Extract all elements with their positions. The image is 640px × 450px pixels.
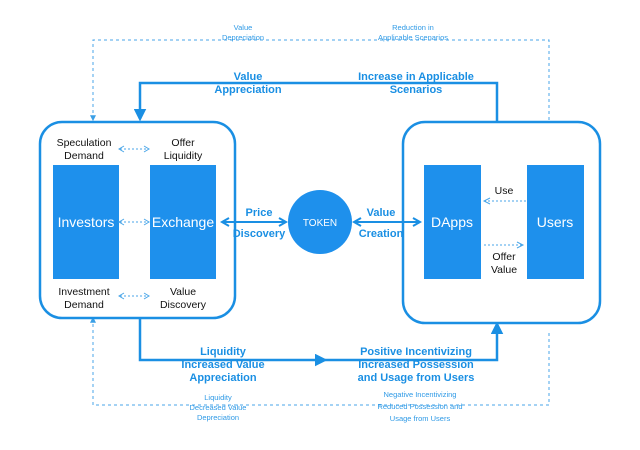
- offer-value-line1: Offer: [492, 251, 516, 263]
- value-depreciation-top-line2: Depreciation: [222, 33, 264, 42]
- value-depreciation-top-line1: Value: [234, 23, 253, 32]
- liquidity-decreased-line2: Decreased Value: [190, 403, 247, 412]
- top-solid-loop: [133, 81, 499, 122]
- liquidity-decreased-line3: Depreciation: [197, 413, 239, 422]
- dapps-users-connectors: [482, 197, 526, 249]
- value-discovery-line2: Discovery: [160, 299, 207, 311]
- token-circle: [288, 190, 352, 254]
- users-label: Users: [537, 214, 574, 230]
- investors-label: Investors: [58, 214, 115, 230]
- offer-liquidity-line1: Offer: [171, 137, 195, 149]
- increase-scenarios-line1: Increase in Applicable: [358, 71, 474, 83]
- reduction-scenarios-line1: Reduction in: [392, 23, 434, 32]
- investment-demand-line2: Demand: [64, 299, 104, 311]
- speculation-demand-line2: Demand: [64, 150, 104, 162]
- increase-scenarios-line2: Scenarios: [390, 84, 443, 96]
- offer-liquidity-line2: Liquidity: [164, 150, 203, 162]
- positive-incentive-line3: and Usage from Users: [358, 372, 475, 384]
- token-connectors: [219, 217, 423, 227]
- creation-label: Creation: [359, 228, 404, 240]
- discovery-label: Discovery: [233, 228, 286, 240]
- positive-incentive-line2: Increased Possession: [358, 359, 474, 371]
- speculation-demand-line1: Speculation: [57, 137, 112, 149]
- left-box-dashed-connectors: [118, 145, 150, 300]
- investors-block: [53, 165, 119, 279]
- liquidity-increased-line3: Appreciation: [189, 372, 257, 384]
- value-appreciation-line2: Appreciation: [214, 84, 282, 96]
- value-discovery-line1: Value: [170, 286, 196, 298]
- users-block: [527, 165, 584, 279]
- investment-demand-line1: Investment: [58, 286, 109, 298]
- outer-dashed-loop: [90, 39, 550, 406]
- liquidity-increased-line1: Liquidity: [200, 346, 247, 358]
- value-appreciation-line1: Value: [234, 71, 263, 83]
- positive-incentive-line1: Positive Incentivizing: [360, 346, 472, 358]
- exchange-label: Exchange: [152, 214, 214, 230]
- exchange-block: [150, 165, 216, 279]
- liquidity-increased-line2: Increased Value: [181, 359, 264, 371]
- dapps-block: [424, 165, 481, 279]
- offer-value-line2: Value: [491, 264, 517, 276]
- negative-incentive-line1: Negative Incentivizing: [384, 390, 457, 399]
- negative-incentive-line2: Reduced Possession and: [377, 402, 462, 411]
- value-label: Value: [367, 207, 396, 219]
- use-label: Use: [495, 185, 514, 197]
- reduction-scenarios-line2: Applicable Scenarios: [378, 33, 448, 42]
- dapps-label: DApps: [431, 214, 473, 230]
- negative-incentive-line3: Usage from Users: [390, 414, 451, 423]
- bottom-solid-loop: [138, 318, 504, 367]
- liquidity-decreased-line1: Liquidity: [204, 393, 232, 402]
- token-label: TOKEN: [303, 218, 337, 229]
- price-label: Price: [246, 207, 273, 219]
